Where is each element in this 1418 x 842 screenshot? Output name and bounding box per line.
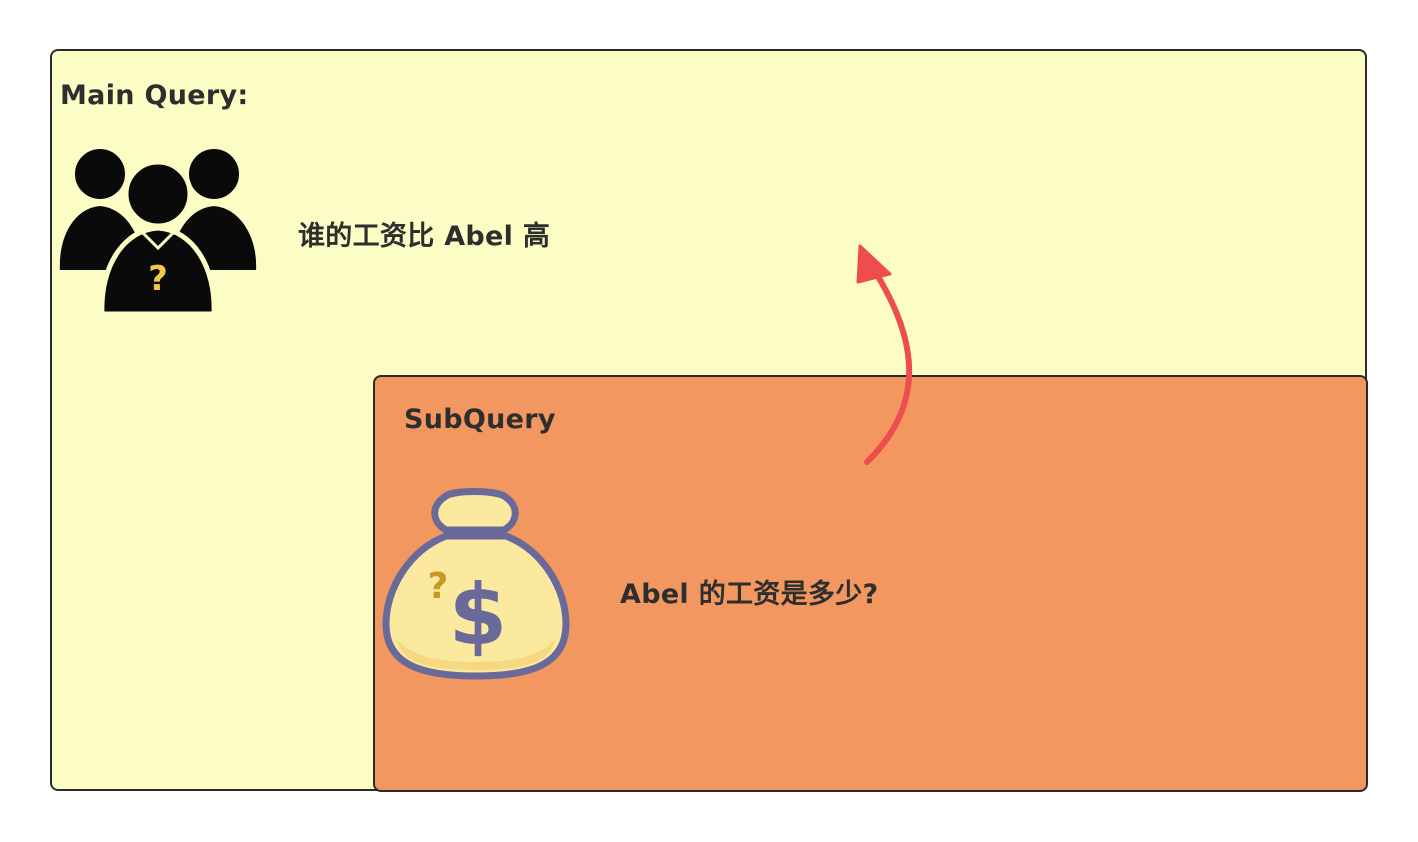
result-flow-arrow — [856, 244, 913, 465]
svg-text:$: $ — [449, 566, 507, 664]
subquery-question: Abel 的工资是多少? — [620, 579, 879, 610]
svg-text:?: ? — [148, 259, 168, 299]
people-group-question-icon: ? — [55, 145, 261, 316]
svg-text:?: ? — [428, 566, 449, 607]
subquery-title: SubQuery — [404, 404, 556, 435]
money-bag-question-icon: $ ? — [382, 488, 570, 680]
main-query-question: 谁的工资比 Abel 高 — [298, 221, 551, 252]
main-query-title: Main Query: — [60, 80, 249, 111]
